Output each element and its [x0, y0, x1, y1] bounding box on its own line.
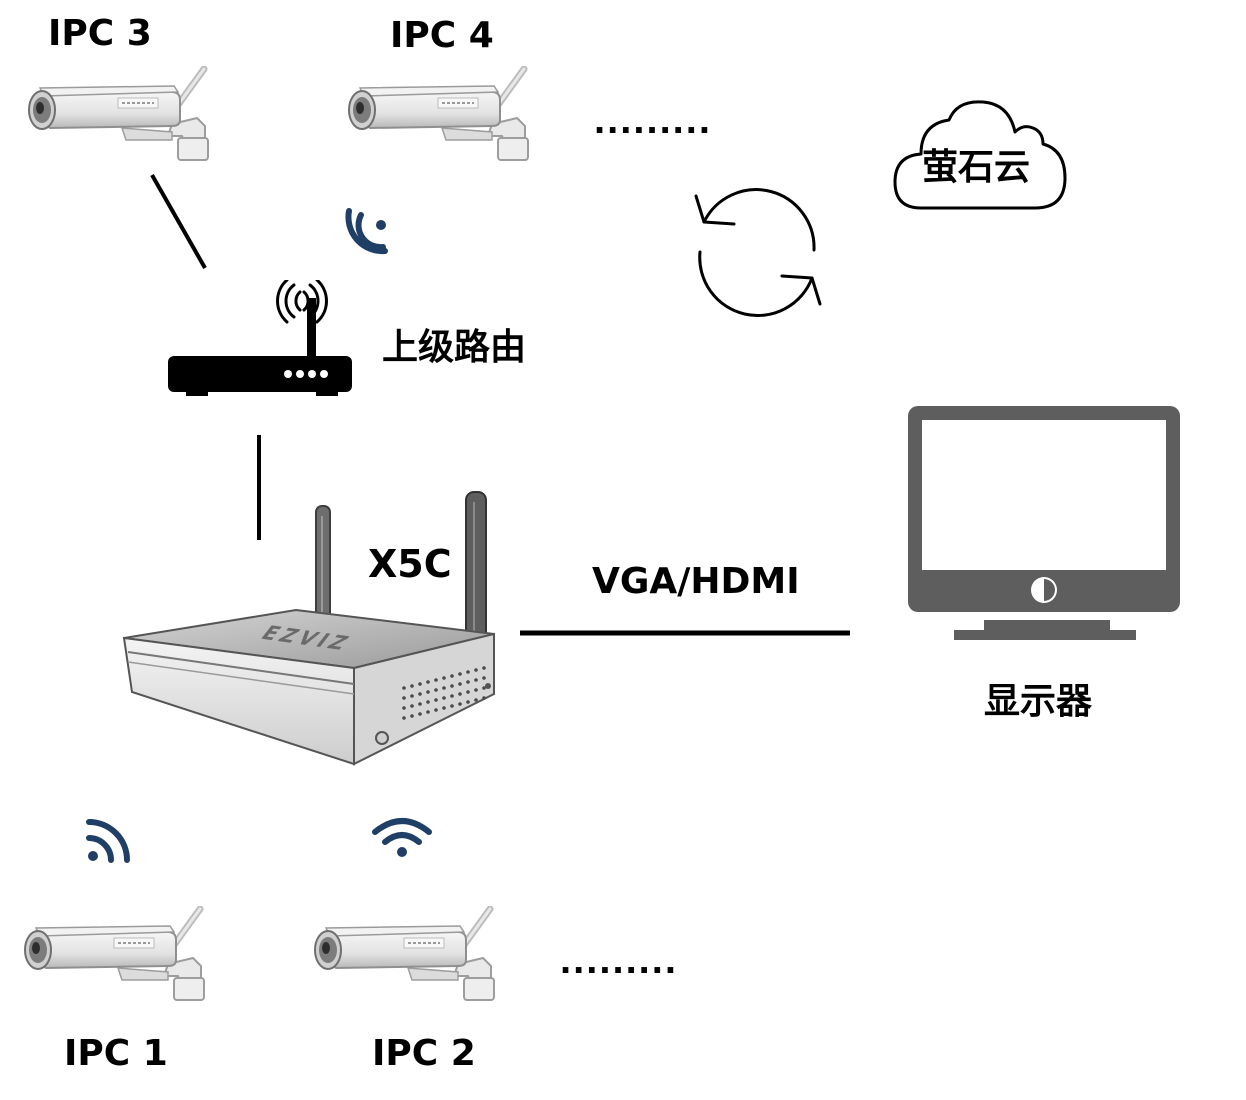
router-label: 上级路由 [382, 327, 527, 368]
more-cameras-dots-bottom: ......... [560, 938, 679, 982]
more-cameras-dots-top: ......... [594, 98, 713, 142]
wifi-icon [86, 819, 130, 863]
cable-label: VGA/HDMI [592, 561, 800, 602]
cloud-icon [893, 100, 1067, 210]
ipc4-camera [342, 66, 532, 166]
router-icon [168, 280, 352, 396]
cloud-label: 萤石云 [922, 147, 1031, 188]
wifi-icon [345, 208, 388, 255]
ipc4-label: IPC 4 [390, 15, 494, 56]
ipc3-camera [22, 66, 212, 166]
ipc3-router-line [150, 174, 207, 269]
ipc3-label: IPC 3 [48, 13, 152, 54]
nvr-device-icon [122, 491, 495, 766]
monitor-icon [908, 406, 1180, 640]
nvr-label: X5C [368, 542, 452, 586]
monitor-label: 显示器 [984, 681, 1093, 722]
ipc2-label: IPC 2 [372, 1033, 476, 1074]
ipc1-label: IPC 1 [64, 1033, 168, 1074]
sync-arrows-icon [694, 188, 822, 317]
wifi-icon [372, 818, 432, 857]
ipc1-camera [18, 906, 208, 1006]
ipc2-camera [308, 906, 498, 1006]
